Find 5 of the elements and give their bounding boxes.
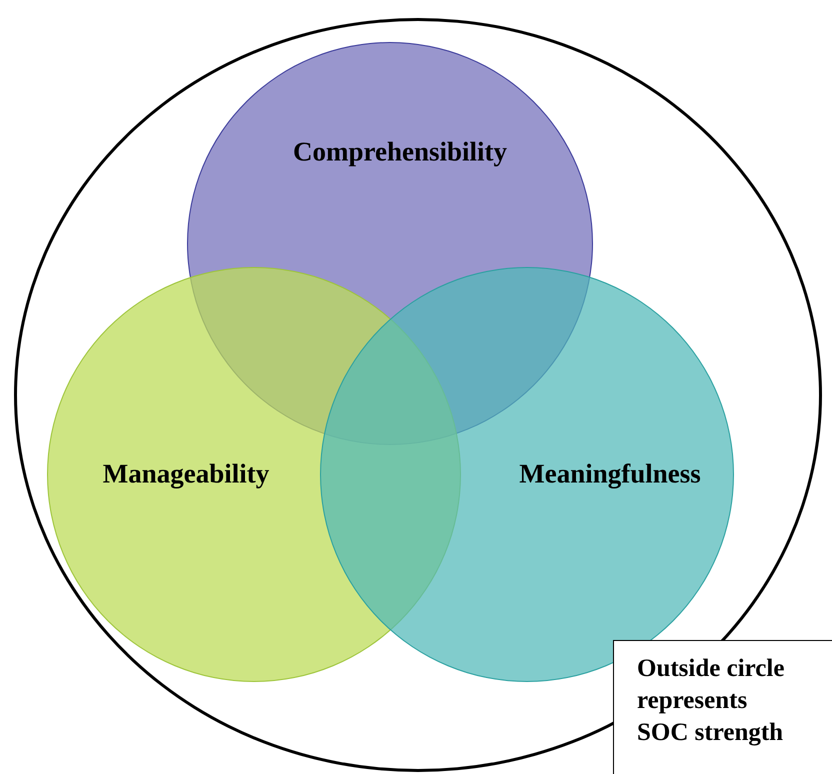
circle-label: Meaningfulness xyxy=(519,458,701,490)
outer-circle xyxy=(14,18,822,772)
circle-label: Manageability xyxy=(102,458,270,490)
note-text: Outside circle represents SOC strength xyxy=(637,654,786,748)
circle-label: Comprehensibility xyxy=(292,136,508,168)
